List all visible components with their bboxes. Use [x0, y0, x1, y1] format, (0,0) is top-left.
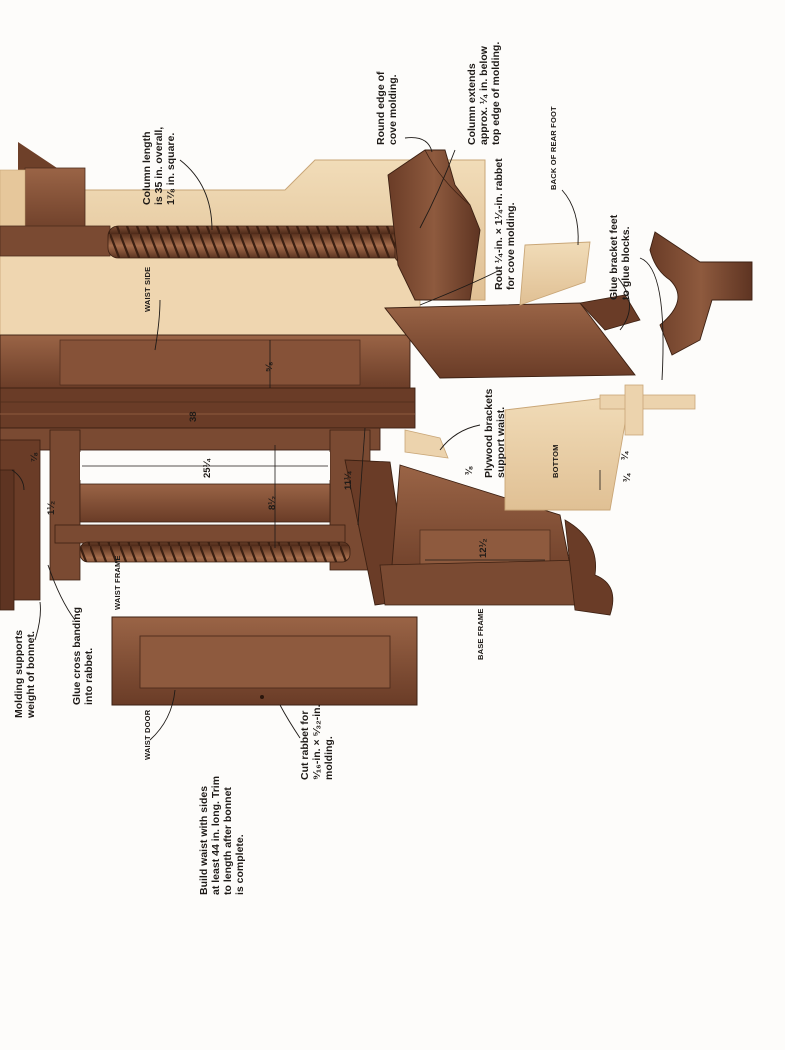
label-rout: Rout ¹⁄₄-in. × 1¹⁄₄-in. rabbet for cove …	[493, 158, 517, 290]
label-line: Column extends	[466, 63, 478, 145]
main-molding	[0, 387, 416, 429]
caption-waist-frame: WAIST FRAME	[113, 555, 122, 610]
upper-cap-block	[0, 142, 86, 239]
label-plywood: Plywood brackets support waist.	[483, 389, 507, 478]
left-partial-molding	[0, 469, 15, 611]
label-column-extends: Column extends approx. ¹⁄₄ in. below top…	[466, 42, 502, 145]
label-line: to glue blocks.	[620, 226, 632, 300]
base-frame	[344, 459, 614, 616]
twist-column	[0, 221, 418, 263]
caption-waist-door: WAIST DOOR	[143, 709, 152, 760]
dimension-3-4-lower: ³⁄₄	[622, 472, 633, 482]
label-line: Column length	[141, 132, 153, 206]
label-round-edge: Round edge of cove molding.	[375, 71, 399, 145]
bottom-board	[504, 394, 631, 511]
bracket-foot	[649, 231, 753, 356]
dimension-12-1-2: 12¹⁄₂	[478, 538, 489, 558]
label-molding-supports: Molding supports weight of bonnet.	[13, 630, 37, 719]
waist-frame	[0, 427, 381, 601]
label-line: 1⁷⁄₈ in. square.	[165, 133, 177, 205]
dimension-1-1-2: 1¹⁄₂	[46, 501, 57, 515]
dimension-25-1-4: 25¹⁄₄	[202, 458, 213, 478]
caption-waist-side: WAIST SIDE	[143, 267, 152, 312]
dimension-5-8: ⁵⁄₈	[264, 362, 275, 373]
label-glue-feet: Glue bracket feet to glue blocks.	[608, 214, 632, 300]
label-line: cove molding.	[387, 74, 399, 145]
label-line: is complete.	[234, 834, 246, 895]
leader-lines	[11, 137, 664, 741]
caption-back-rear-foot: BACK OF REAR FOOT	[549, 106, 558, 190]
dimension-3-8: ³⁄₈	[464, 466, 475, 475]
dimension-3-4-upper: ³⁄₄	[620, 450, 631, 460]
label-line: Round edge of	[375, 71, 387, 145]
label-line: Plywood brackets	[483, 389, 495, 478]
glue-blocks	[404, 384, 696, 459]
label-column-length: Column length is 35 in. overall, 1⁷⁄₈ in…	[141, 127, 177, 205]
label-line: ⁹⁄₁₆-in. × ⁵⁄₃₂-in.	[311, 704, 323, 780]
label-line: top edge of molding.	[490, 42, 502, 145]
label-line: Glue cross banding	[71, 607, 83, 705]
caption-base-frame: BASE FRAME	[476, 608, 485, 660]
label-glue-cross: Glue cross banding into rabbet.	[71, 607, 95, 705]
label-line: approx. ¹⁄₄ in. below	[478, 45, 490, 145]
label-cut-rabbet: Cut rabbet for ⁹⁄₁₆-in. × ⁵⁄₃₂-in. moldi…	[299, 704, 335, 780]
label-line: to length after bonnet	[222, 787, 234, 895]
label-line: weight of bonnet.	[25, 631, 37, 719]
bonnet-board	[384, 294, 641, 379]
label-line: into rabbet.	[83, 648, 95, 705]
label-line: at least 44 in. long. Trim	[210, 776, 222, 895]
label-build-waist: Build waist with sides at least 44 in. l…	[198, 776, 246, 895]
label-line: Glue bracket feet	[608, 214, 620, 300]
label-line: Rout ¹⁄₄-in. × 1¹⁄₄-in. rabbet	[493, 158, 505, 290]
label-line: Cut rabbet for	[299, 711, 311, 780]
label-line: Build waist with sides	[198, 786, 210, 895]
dimension-lines	[82, 340, 601, 561]
caption-bottom: BOTTOM	[551, 444, 560, 478]
label-line: Molding supports	[13, 630, 25, 718]
back-of-rear-foot	[519, 241, 591, 306]
waist-door	[111, 616, 418, 706]
label-line: molding.	[323, 736, 335, 780]
dimension-7-8: ⁷⁄₈	[29, 452, 40, 462]
label-line: is 35 in. overall,	[153, 127, 165, 205]
label-line: support waist.	[495, 407, 507, 478]
dimension-11-1-4: 11¹⁄₄	[343, 470, 354, 490]
dimension-38: 38	[188, 411, 199, 422]
waist-middle-panel	[0, 334, 411, 391]
dimension-8-1-2: 8¹⁄₂	[267, 496, 278, 510]
cove-molding-block	[387, 149, 481, 301]
label-line: for cove molding.	[505, 202, 517, 290]
